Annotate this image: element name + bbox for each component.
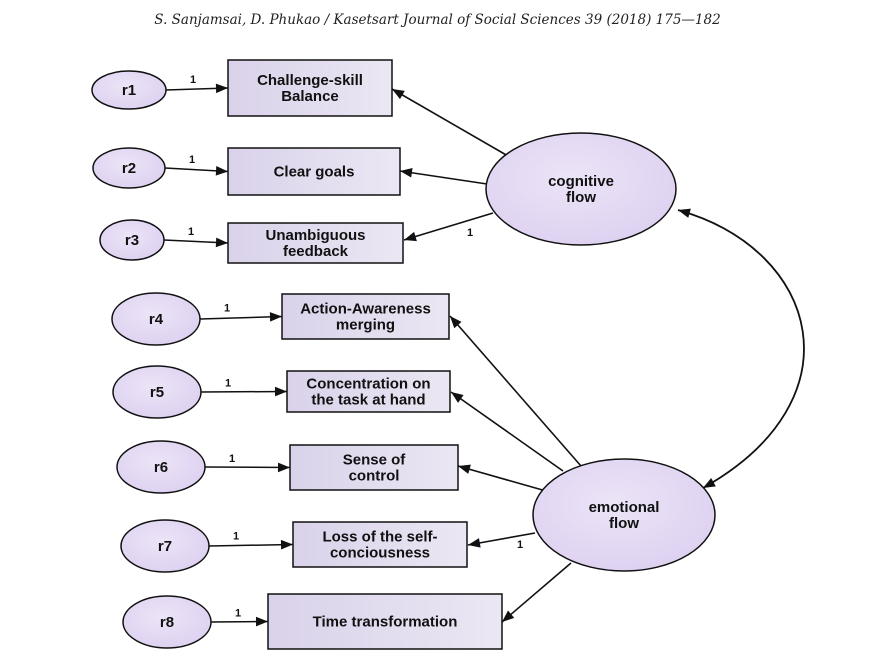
loading-arrow-7 (467, 532, 536, 548)
error-arrow-r7 (208, 539, 294, 550)
error-label-r6: r6 (154, 459, 168, 476)
indicator-box-5 (286, 370, 451, 413)
error-weight-r4: 1 (224, 303, 230, 315)
error-arrow-r5 (200, 386, 288, 397)
error-arrow-r6 (204, 462, 291, 473)
error-label-r2: r2 (122, 160, 136, 177)
error-weight-r5: 1 (225, 378, 231, 390)
indicator-label-5: the task at hand (311, 392, 425, 409)
indicator-box-4 (281, 293, 450, 340)
cognitive-fixed-loading: 1 (467, 227, 473, 239)
indicator-box-1 (227, 59, 393, 117)
loading-arrow-2 (399, 168, 488, 185)
error-weight-r6: 1 (229, 453, 235, 465)
indicator-label-6: Sense of (343, 452, 407, 469)
indicator-label-1: Challenge-skill (257, 72, 363, 89)
error-arrow-r4 (199, 312, 283, 322)
error-label-r8: r8 (160, 614, 174, 631)
emotional-flow-label: emotional (589, 499, 660, 516)
error-weight-r8: 1 (235, 608, 241, 620)
cognitive-flow-ellipse (485, 132, 677, 246)
cognitive-flow-label: flow (566, 189, 596, 206)
indicator-label-7: Loss of the self- (322, 529, 437, 546)
error-arrow-r3 (163, 237, 229, 248)
error-weight-r2: 1 (189, 154, 195, 166)
loading-arrow-6 (457, 464, 547, 492)
indicator-label-6: control (349, 468, 400, 485)
journal-header: S. Sanjamsai, D. Phukao / Kasetsart Jour… (154, 12, 721, 28)
error-label-r1: r1 (122, 82, 136, 99)
indicator-label-3: Unambiguous (266, 227, 366, 244)
indicator-label-5: Concentration on (306, 376, 430, 393)
emotional-fixed-loading: 1 (517, 539, 523, 551)
indicator-label-1: Balance (281, 88, 339, 105)
loading-arrow-1 (391, 88, 509, 157)
indicator-label-4: merging (336, 317, 395, 334)
loading-arrow-4 (449, 315, 582, 467)
error-label-r4: r4 (149, 311, 164, 328)
error-arrow-r1 (165, 83, 229, 94)
error-arrow-r8 (210, 616, 269, 627)
loading-arrow-8 (501, 562, 572, 623)
indicator-box-2 (227, 147, 401, 196)
indicator-box-8 (267, 593, 503, 650)
error-arrow-r2 (164, 166, 229, 176)
error-weight-r3: 1 (188, 226, 194, 238)
indicator-label-7: conciousness (330, 545, 430, 562)
error-label-r5: r5 (150, 384, 164, 401)
error-label-r3: r3 (125, 232, 139, 249)
loading-arrow-5 (450, 391, 564, 472)
indicator-label-4: Action-Awareness (300, 301, 431, 318)
error-label-r7: r7 (158, 538, 172, 555)
indicator-box-7 (292, 521, 468, 568)
covariance-arrow (677, 208, 805, 489)
cognitive-flow-label: cognitive (548, 173, 614, 190)
indicator-box-3 (227, 222, 404, 264)
emotional-flow-ellipse (532, 458, 716, 572)
indicator-label-8: Time transformation (313, 614, 458, 631)
loading-arrow-3 (403, 212, 494, 242)
indicator-label-2: Clear goals (274, 164, 355, 181)
indicator-label-3: feedback (283, 243, 349, 260)
error-weight-r7: 1 (233, 531, 239, 543)
emotional-flow-label: flow (609, 515, 639, 532)
error-weight-r1: 1 (190, 74, 196, 86)
